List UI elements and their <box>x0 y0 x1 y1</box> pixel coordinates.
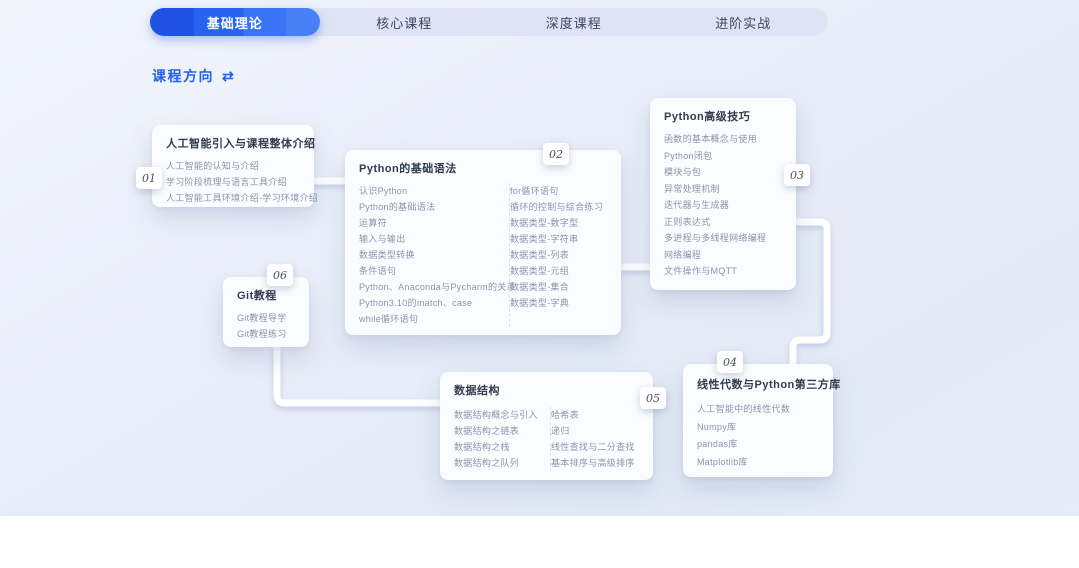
card-number-badge: 02 <box>543 143 569 165</box>
card-git-tutorial[interactable]: 06 Git教程 Git教程导学 Git教程练习 <box>223 264 309 347</box>
course-item: 输入与输出 <box>359 234 406 244</box>
course-item: for循环语句 <box>510 186 559 196</box>
course-item: 线性查找与二分查找 <box>551 442 635 452</box>
card-python-basics[interactable]: 02 Python的基础语法 认识Python Python的基础语法 运算符 … <box>345 143 621 335</box>
course-item: Git教程导学 <box>237 313 287 323</box>
course-item: 数据结构之栈 <box>454 442 510 452</box>
course-item: 人工智能工具环境介绍-学习环境介绍 <box>166 193 319 203</box>
course-item: 多进程与多线程网络编程 <box>664 233 767 243</box>
course-item: 数据类型-字符串 <box>510 234 579 244</box>
card-data-structures[interactable]: 05 数据结构 数据结构概念与引入 数据结构之链表 数据结构之栈 数据结构之队列… <box>440 372 666 480</box>
course-item: 数据结构概念与引入 <box>454 410 538 420</box>
course-item: 数据类型-字典 <box>510 298 570 308</box>
course-item: 函数的基本概念与使用 <box>664 134 758 144</box>
course-item: 正则表达式 <box>664 216 711 227</box>
course-item: 数据类型-数字型 <box>510 218 579 228</box>
course-item: Git教程练习 <box>237 329 287 339</box>
course-item-list: 人工智能的认知与介绍 学习阶段梳理与语言工具介绍 人工智能工具环境介绍-学习环境… <box>166 158 319 206</box>
card-number-badge: 04 <box>717 351 743 373</box>
card-title: Git教程 <box>237 290 277 302</box>
connector-03-04 <box>789 218 831 366</box>
course-item: 数据类型-集合 <box>510 282 570 292</box>
tab-practical-combat[interactable]: 进阶实战 <box>659 8 829 36</box>
course-item: Numpy库 <box>697 421 737 432</box>
course-item: Python3.10的match、case <box>359 298 473 308</box>
two-column-list: 认识Python Python的基础语法 运算符 输入与输出 数据类型转换 条件… <box>359 183 607 327</box>
tab-basic-theory[interactable]: 基础理论 <box>150 8 320 36</box>
card-title: Python的基础语法 <box>359 163 457 175</box>
page-title-row: 课程方向 ⇄ <box>152 66 234 86</box>
course-item-list: 哈希表 递归 线性查找与二分查找 基本排序与高级排序 <box>550 407 635 471</box>
card-title: Python高级技巧 <box>664 111 751 123</box>
card-number-badge: 05 <box>640 387 666 409</box>
card-number-badge: 03 <box>784 164 810 186</box>
course-item: 数据结构之链表 <box>454 426 520 436</box>
course-item: 条件语句 <box>359 266 397 276</box>
course-item: 模块与包 <box>664 167 702 177</box>
course-item: 数据类型转换 <box>359 250 415 260</box>
tab-label: 核心课程 <box>376 15 433 31</box>
tab-advanced-courses[interactable]: 深度课程 <box>489 8 659 36</box>
card-number-badge: 01 <box>136 167 162 189</box>
course-item-list: 人工智能中的线性代数 Numpy库 pandas库 Matplotlib库 <box>697 401 819 471</box>
course-item: 文件操作与MQTT <box>664 266 738 276</box>
course-item: 异常处理机制 <box>664 183 720 194</box>
course-item-list: Git教程导学 Git教程练习 <box>237 310 295 342</box>
course-item: Python、Anaconda与Pycharm的关系 <box>359 282 516 292</box>
card-ai-intro[interactable]: 01 人工智能引入与课程整体介绍 人工智能的认知与介绍 学习阶段梳理与语言工具介… <box>136 125 319 207</box>
course-item: 数据结构之队列 <box>454 458 520 468</box>
course-item: 递归 <box>551 426 570 436</box>
course-item-list: 认识Python Python的基础语法 运算符 输入与输出 数据类型转换 条件… <box>359 183 516 327</box>
course-level-tabs: 基础理论 核心课程 深度课程 进阶实战 <box>150 8 828 36</box>
course-item: 运算符 <box>359 218 387 228</box>
card-python-advanced[interactable]: 03 Python高级技巧 函数的基本概念与使用 Python闭包 模块与包 异… <box>650 98 810 290</box>
course-item: 网络编程 <box>664 249 702 260</box>
course-item: 基本排序与高级排序 <box>551 458 635 468</box>
two-column-list: 数据结构概念与引入 数据结构之链表 数据结构之栈 数据结构之队列 哈希表 递归 … <box>454 407 639 471</box>
course-item: Matplotlib库 <box>697 456 748 467</box>
course-item: pandas库 <box>697 439 738 449</box>
course-item: 数据类型-元组 <box>510 266 570 276</box>
course-item-list: for循环语句 循环的控制与综合练习 数据类型-数字型 数据类型-字符串 数据类… <box>509 183 603 327</box>
card-title: 人工智能引入与课程整体介绍 <box>166 138 316 150</box>
card-linear-algebra-libs[interactable]: 04 线性代数与Python第三方库 人工智能中的线性代数 Numpy库 pan… <box>683 351 841 477</box>
course-item-list: 数据结构概念与引入 数据结构之链表 数据结构之栈 数据结构之队列 <box>454 407 550 471</box>
course-item: 数据类型-列表 <box>510 250 570 260</box>
course-item: 学习阶段梳理与语言工具介绍 <box>166 177 287 187</box>
tab-core-courses[interactable]: 核心课程 <box>320 8 490 36</box>
swap-direction-icon[interactable]: ⇄ <box>222 68 234 84</box>
course-item: 人工智能的认知与介绍 <box>166 161 260 171</box>
course-item: Python的基础语法 <box>359 202 436 212</box>
course-item: 循环的控制与综合练习 <box>510 202 604 212</box>
course-item: Python闭包 <box>664 150 713 161</box>
footer-whitespace <box>0 516 1079 568</box>
course-item: 哈希表 <box>551 410 579 420</box>
course-item: while循环语句 <box>359 314 419 324</box>
course-item: 人工智能中的线性代数 <box>697 404 791 414</box>
card-title: 线性代数与Python第三方库 <box>697 379 841 391</box>
card-title: 数据结构 <box>454 385 500 397</box>
tab-label: 基础理论 <box>206 15 263 31</box>
card-number-badge: 06 <box>267 264 293 286</box>
tab-label: 深度课程 <box>545 15 602 31</box>
course-item: 认识Python <box>359 186 408 196</box>
course-item: 迭代器与生成器 <box>664 200 730 210</box>
course-item-list: 函数的基本概念与使用 Python闭包 模块与包 异常处理机制 迭代器与生成器 … <box>664 131 782 280</box>
tab-label: 进阶实战 <box>715 15 772 31</box>
connector-06-05 <box>273 346 442 407</box>
page-title: 课程方向 <box>152 68 214 84</box>
